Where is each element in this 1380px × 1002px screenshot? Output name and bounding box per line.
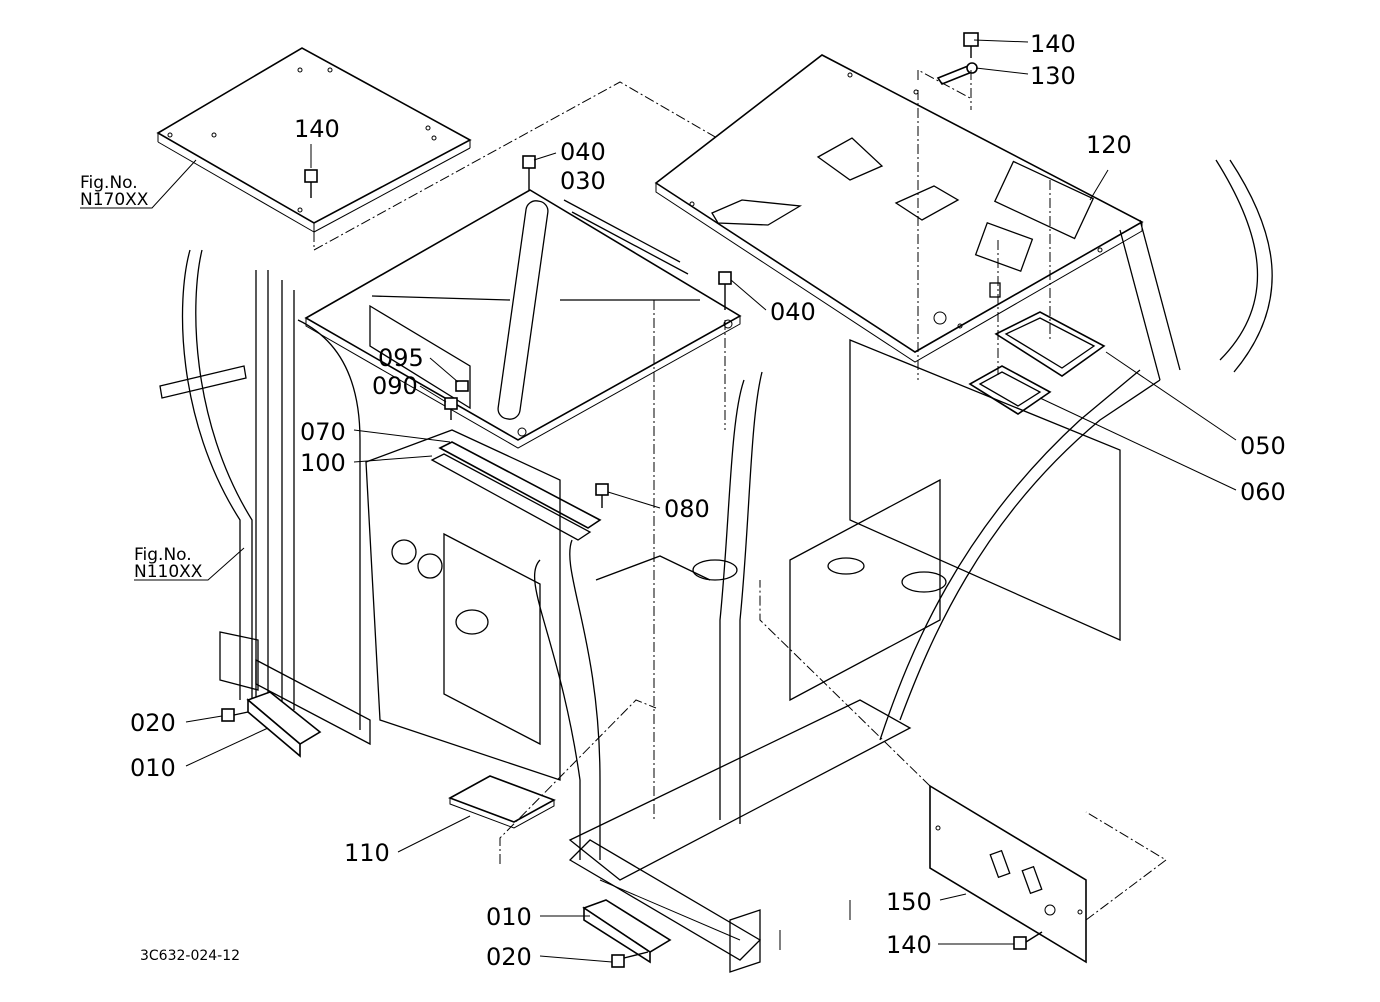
callout-095[interactable]: 095 — [378, 344, 424, 372]
callout-100[interactable]: 100 — [300, 449, 346, 477]
callout-030[interactable]: 030 — [560, 167, 606, 195]
nut-095 — [455, 380, 469, 392]
callout-120[interactable]: 120 — [1086, 131, 1132, 159]
callout-140-top-right[interactable]: 140 — [1030, 30, 1076, 58]
callout-040-top[interactable]: 040 — [560, 138, 606, 166]
fig-ref-n170-number: N170XX — [80, 190, 149, 210]
bracket-010-left — [246, 691, 322, 758]
callout-140-bottom[interactable]: 140 — [886, 931, 932, 959]
bolt-140-top-plate — [304, 169, 318, 198]
callout-140-top-left[interactable]: 140 — [294, 115, 340, 143]
bolt-040-top — [522, 155, 536, 190]
cover-030 — [304, 189, 742, 449]
callout-020-left[interactable]: 020 — [130, 709, 176, 737]
callout-130[interactable]: 130 — [1030, 62, 1076, 90]
fig-ref-n170-title: Fig.No. — [80, 173, 138, 193]
leader-lines — [80, 39, 1237, 963]
cover-plate-n170 — [156, 47, 472, 233]
washer-strip-130 — [936, 62, 978, 85]
bolt-140-bottom — [1013, 931, 1043, 950]
callout-040-right[interactable]: 040 — [770, 298, 816, 326]
callout-080[interactable]: 080 — [664, 495, 710, 523]
seal-strip-100 — [430, 453, 592, 541]
fig-ref-n110-title: Fig.No. — [134, 545, 192, 565]
seal-strip-070 — [438, 441, 602, 529]
bolt-020-left — [221, 708, 249, 722]
callout-110[interactable]: 110 — [344, 839, 390, 867]
bolt-140-top-right — [963, 32, 979, 58]
callout-060[interactable]: 060 — [1240, 478, 1286, 506]
callout-020-bottom[interactable]: 020 — [486, 943, 532, 971]
callout-010-left[interactable]: 010 — [130, 754, 176, 782]
boot-060 — [968, 365, 1052, 415]
boot-050 — [994, 311, 1106, 377]
callout-070[interactable]: 070 — [300, 418, 346, 446]
drawing-code: 3C632-024-12 — [140, 948, 240, 964]
fig-ref-n170[interactable]: Fig.No. N170XX — [80, 173, 149, 210]
bracket-010-bottom — [582, 899, 672, 964]
cab-frame — [159, 159, 1273, 973]
mat-110 — [448, 775, 556, 829]
callout-010-bottom[interactable]: 010 — [486, 903, 532, 931]
callout-090[interactable]: 090 — [372, 372, 418, 400]
callout-050[interactable]: 050 — [1240, 432, 1286, 460]
callout-150[interactable]: 150 — [886, 888, 932, 916]
bolt-080 — [595, 483, 609, 508]
bolt-090 — [444, 397, 458, 420]
rear-panel-150 — [929, 784, 1087, 964]
fig-ref-n110[interactable]: Fig.No. N110XX — [134, 545, 203, 582]
fig-ref-n110-number: N110XX — [134, 562, 203, 582]
bolt-020-bottom — [611, 951, 649, 968]
bolt-040-right — [718, 271, 732, 310]
